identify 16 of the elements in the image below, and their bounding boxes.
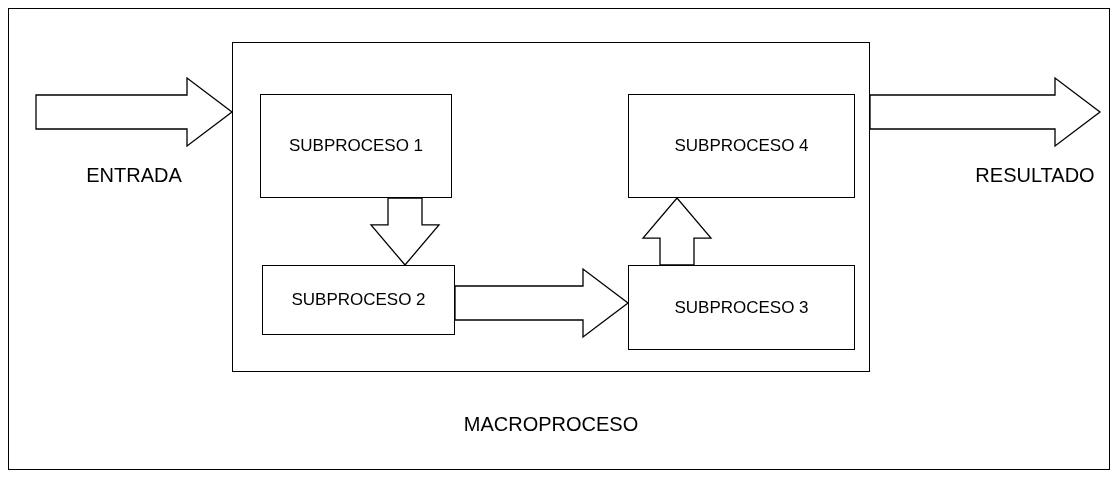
edge-label: RESULTADO bbox=[975, 163, 1095, 188]
process-label: SUBPROCESO 1 bbox=[287, 135, 425, 158]
process-label: SUBPROCESO 2 bbox=[290, 289, 427, 312]
process-label: SUBPROCESO 3 bbox=[673, 296, 810, 319]
block-arrow bbox=[454, 267, 630, 339]
block-arrow bbox=[869, 76, 1102, 148]
process-box bbox=[260, 94, 452, 198]
edge-label: ENTRADA bbox=[86, 163, 182, 188]
process-box bbox=[262, 265, 455, 335]
container-heading: MACROPROCESO bbox=[462, 412, 640, 437]
block-arrow bbox=[641, 197, 713, 266]
process-box bbox=[628, 265, 855, 350]
block-arrow bbox=[369, 197, 441, 266]
process-box bbox=[628, 94, 855, 198]
block-arrow bbox=[35, 76, 234, 148]
process-label: SUBPROCESO 4 bbox=[673, 135, 810, 158]
